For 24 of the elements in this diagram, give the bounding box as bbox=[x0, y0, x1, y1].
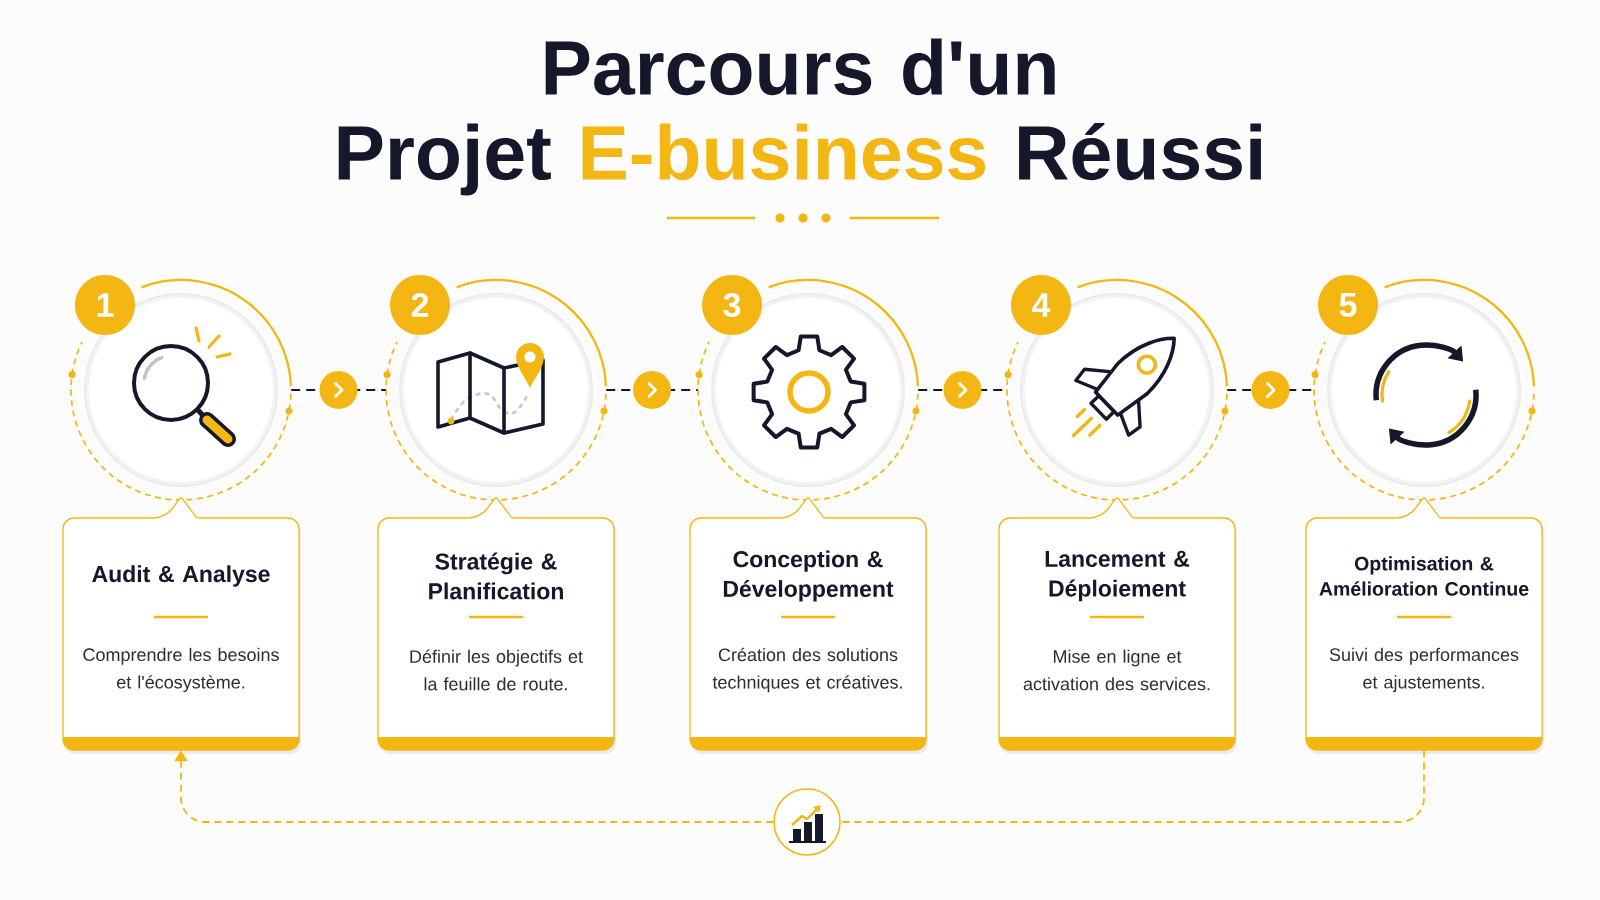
node-label: Lancement & Déploiement bbox=[1045, 550, 1190, 602]
number-badge: 4 bbox=[1011, 275, 1071, 335]
step-card: Lancement & Déploiement Mise en ligne et activation des services. bbox=[998, 497, 1237, 754]
node-label: Création des solutions techniques et créatives. bbox=[712, 647, 902, 693]
node-label: Audit & Analyse bbox=[92, 565, 270, 587]
node-label: Stratégie & Planification bbox=[429, 552, 563, 600]
number-badge: 2 bbox=[390, 275, 450, 335]
title: Parcours d'un Projet E-business Réussi bbox=[338, 38, 1261, 196]
node-label: Conception & Développement bbox=[723, 550, 894, 602]
number-badge: 1 bbox=[75, 275, 135, 335]
dashed-arrow bbox=[606, 371, 698, 409]
node-label: Comprendre les besoins et l'écosystème. bbox=[83, 647, 279, 693]
dashed-arrow bbox=[291, 371, 386, 409]
number-badge: 3 bbox=[702, 275, 762, 335]
step-card: Stratégie & Planification Définir les objectifs et la feuille de route. bbox=[377, 497, 616, 754]
node-label: Définir les objectifs et la feuille de route. bbox=[410, 649, 583, 691]
dashed-arrow bbox=[1227, 371, 1314, 409]
step-card: Audit & Analyse Comprendre les besoins et l'écosystème. bbox=[62, 497, 301, 754]
node-label: Optimisation & Amélioration Continue bbox=[1319, 556, 1529, 596]
step-card: Conception & Développement Création des solutions techniques et créatives. bbox=[689, 497, 928, 754]
step-card: Optimisation & Amélioration Continue Suivi des performances et ajustements. bbox=[1305, 497, 1544, 754]
number-badge: 5 bbox=[1318, 275, 1378, 335]
node-label: Suivi des performances et ajustements. bbox=[1329, 647, 1519, 693]
node-label: Mise en ligne et activation des services. bbox=[1023, 649, 1210, 691]
